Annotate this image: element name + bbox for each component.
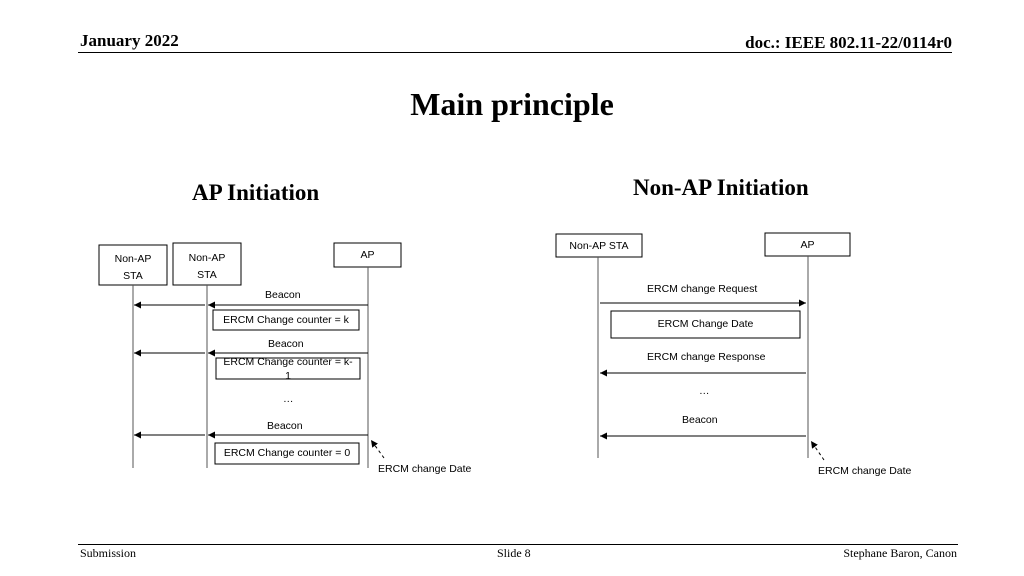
ellipsis-right: … xyxy=(699,385,710,397)
ap-label-left: AP xyxy=(360,249,375,261)
footer-slide-number: Slide 8 xyxy=(497,546,531,560)
non-ap-sta-2-box xyxy=(172,242,242,286)
beacon-2-label: Beacon xyxy=(268,338,304,350)
slide-title: Main principle xyxy=(410,86,614,122)
change-date-box-label: ERCM Change Date xyxy=(657,318,754,330)
non-ap-initiation-heading: Non-AP Initiation xyxy=(633,175,809,200)
beacon-label-right: Beacon xyxy=(682,414,718,426)
ellipsis-left: … xyxy=(283,393,294,405)
change-date-label-left: ERCM change Date xyxy=(378,463,472,475)
non-ap-sta-box-right xyxy=(555,233,643,258)
ap-initiation-heading: AP Initiation xyxy=(192,180,320,205)
footer-submission: Submission xyxy=(80,546,137,560)
change-date-pointer-right xyxy=(810,440,825,461)
counter-0-label: ERCM Change counter = 0 xyxy=(223,447,351,459)
change-date-label-right: ERCM change Date xyxy=(818,465,912,477)
counter-k-box xyxy=(212,309,360,331)
beacon-1-label: Beacon xyxy=(265,289,301,301)
counter-k-1-label: ERCM Change counter = k- 1 xyxy=(223,356,353,382)
non-ap-sta-label-right: Non-AP STA xyxy=(569,240,629,252)
change-date-box xyxy=(610,310,801,339)
beacon-3-label: Beacon xyxy=(267,420,303,432)
header-doc-id: doc.: IEEE 802.11-22/0114r0 xyxy=(745,33,952,52)
counter-k-label: ERCM Change counter = k xyxy=(223,314,349,326)
ap-label-right: AP xyxy=(800,239,815,251)
footer-author: Stephane Baron, Canon xyxy=(843,546,957,560)
change-date-pointer-left xyxy=(370,439,385,459)
non-ap-sta-1-label: Non-AP STA xyxy=(114,253,152,282)
non-ap-sta-2-label: Non-AP STA xyxy=(188,252,226,281)
header-date: January 2022 xyxy=(80,31,179,50)
response-label: ERCM change Response xyxy=(647,351,766,363)
counter-k-1-box xyxy=(215,357,361,380)
counter-0-box xyxy=(214,442,360,465)
header-rule xyxy=(78,52,952,53)
non-ap-sta-1-box xyxy=(98,244,168,286)
footer-rule xyxy=(78,544,958,545)
request-label: ERCM change Request xyxy=(647,283,758,295)
ap-box-left xyxy=(333,242,402,268)
